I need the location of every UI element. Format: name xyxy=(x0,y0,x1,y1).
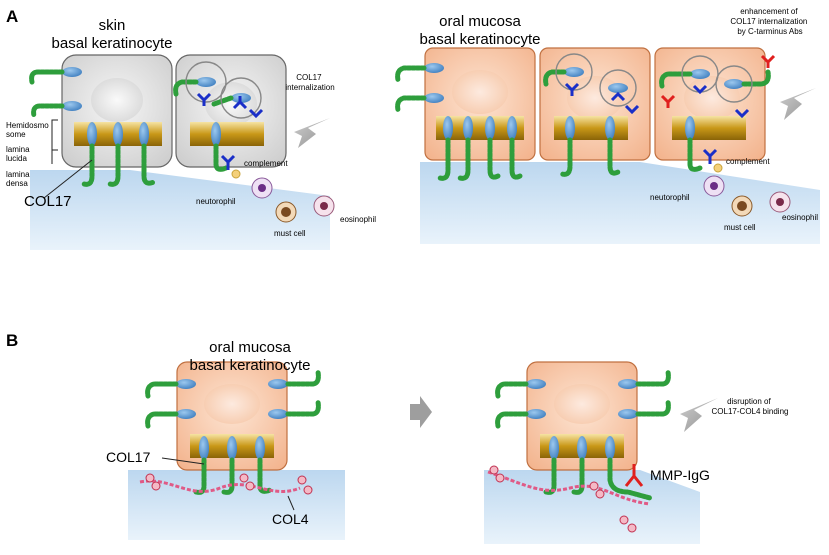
oral-enhancement-label: enhancement of COL17 internalization by … xyxy=(730,7,809,36)
b-mmp-igg-antibody-icon xyxy=(624,464,644,487)
oral-complement-dot xyxy=(713,163,723,173)
skin-col17-ovals xyxy=(62,67,251,146)
oral-col17-strands xyxy=(395,65,771,181)
skin-internalization-label: COL17 internalization xyxy=(285,73,334,92)
b-title-line1: oral mucosa xyxy=(209,339,291,356)
skin-col17-pointer xyxy=(43,159,93,199)
panel-b-letter: B xyxy=(6,331,18,350)
b-transition-arrow-icon xyxy=(410,396,432,428)
b-left-col4-nodes xyxy=(145,473,313,495)
skin-title-line2: basal keratinocyte xyxy=(52,35,173,52)
lamina-densa-label: lamina densa xyxy=(6,170,32,188)
panel-a-letter: A xyxy=(6,7,18,26)
skin-title-line1: skin xyxy=(99,17,126,34)
b-col4-label: COL4 xyxy=(272,511,309,527)
oral-title-line2: basal keratinocyte xyxy=(420,31,541,48)
oral-plaque-3 xyxy=(672,116,746,140)
b-right-col4-nodes xyxy=(489,465,637,533)
b-col4-pointer xyxy=(287,495,295,511)
panel-a-oral: oral mucosa basal keratinocyte enhanceme… xyxy=(395,7,820,244)
skin-cell-2-nucleus xyxy=(205,82,257,126)
b-mmp-igg-label: MMP-IgG xyxy=(650,467,710,483)
lamina-lucida-label: lamina lucida xyxy=(6,145,32,163)
oral-complement-label: complement xyxy=(726,157,770,166)
oral-mast-cell-label: must cell xyxy=(724,223,756,232)
oral-title-line1: oral mucosa xyxy=(439,13,521,30)
oral-basement-membrane xyxy=(420,162,820,244)
b-disruption-lightning-icon xyxy=(680,398,718,432)
b-left-col4-strand xyxy=(139,479,301,493)
b-title-line2: basal keratinocyte xyxy=(190,357,311,374)
oral-col17-ovals xyxy=(424,63,744,140)
panel-a-skin: A xyxy=(6,7,376,250)
skin-cell-1-nucleus xyxy=(91,78,143,122)
skin-complement-dot xyxy=(231,169,241,179)
oral-neutrophil-label: neutorophil xyxy=(650,193,690,202)
skin-layer-brackets xyxy=(51,119,58,164)
skin-neutrophil-label: neutorophil xyxy=(196,197,236,206)
skin-autoantibodies xyxy=(196,92,264,170)
b-right-col4-strand xyxy=(487,470,651,506)
oral-eosinophil-label: eosinophil xyxy=(782,213,818,222)
b-disruption-label: disruption of COL17-COL4 binding xyxy=(712,397,789,416)
skin-hemidesmosome-plaque-2 xyxy=(190,122,264,146)
b-col17-pointer xyxy=(161,457,205,465)
panel-b-right: disruption of COL17-COL4 binding MMP-IgG xyxy=(484,361,789,544)
oral-c-terminus-antibodies xyxy=(660,54,776,108)
skin-eosinophil-label: eosinophil xyxy=(340,215,376,224)
b-right-ovals xyxy=(526,379,638,460)
skin-endosomes xyxy=(185,61,262,119)
hemidesmosome-label: Hemidosmo some xyxy=(6,121,51,139)
b-left-col17-strands xyxy=(145,369,321,495)
panel-b-left: B oral mucosa xyxy=(6,331,345,540)
b-right-basement-membrane xyxy=(484,470,700,544)
oral-internalization-lightning-icon xyxy=(780,88,816,120)
skin-internalization-lightning-icon xyxy=(294,118,330,148)
skin-mast-cell-label: must cell xyxy=(274,229,306,238)
b-col17-label: COL17 xyxy=(106,449,151,465)
skin-col17-label: COL17 xyxy=(24,193,72,210)
b-left-ovals xyxy=(176,379,288,460)
oral-autoantibodies xyxy=(564,82,750,164)
skin-complement-label: complement xyxy=(244,159,288,168)
skin-col17-strands xyxy=(29,69,234,187)
